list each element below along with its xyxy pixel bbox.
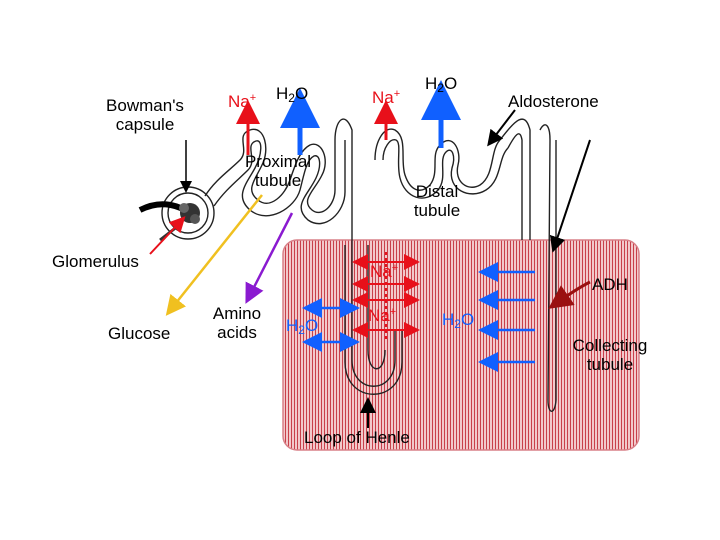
h2o-label-loop: H2O — [286, 316, 319, 337]
collecting-tubule-label: Collecting tubule — [572, 336, 648, 374]
amino-acids-label: Amino acids — [212, 304, 262, 342]
loop-of-henle-label: Loop of Henle — [304, 428, 410, 447]
na-label-loop-upper: Na+ — [370, 262, 399, 281]
glomerulus-pointer — [149, 216, 186, 255]
h2o-loop-arrows — [302, 298, 360, 352]
na-label-proximal: Na+ — [228, 92, 257, 111]
glucose-label: Glucose — [108, 324, 171, 343]
na-label-loop-lower: Na+ — [368, 306, 397, 325]
h2o-label-collecting: H2O — [442, 310, 475, 331]
adh-label: ADH — [592, 275, 628, 294]
aldosterone-pointer — [487, 109, 516, 147]
aldosterone-collecting-pointer — [549, 139, 591, 253]
glucose-arrow — [165, 194, 263, 316]
h2o-label-distal: H2O — [425, 74, 458, 95]
proximal-tubule-label: Proximal tubule — [244, 152, 312, 190]
distal-tubule-label: Distal tubule — [413, 182, 461, 220]
h2o-label-proximal: H2O — [276, 84, 309, 105]
nephron-tubule — [161, 118, 557, 412]
h2o-collecting-arrows — [478, 262, 535, 372]
glomerulus-label: Glomerulus — [52, 252, 139, 271]
amino-acids-arrow — [245, 212, 294, 304]
na-loop-arrows — [352, 252, 420, 340]
adh-pointer — [548, 280, 591, 309]
na-label-distal: Na+ — [372, 88, 401, 107]
aldosterone-label: Aldosterone — [508, 92, 599, 111]
glomerulus-knot — [138, 201, 200, 242]
bowmans-capsule-label: Bowman's capsule — [106, 96, 184, 134]
